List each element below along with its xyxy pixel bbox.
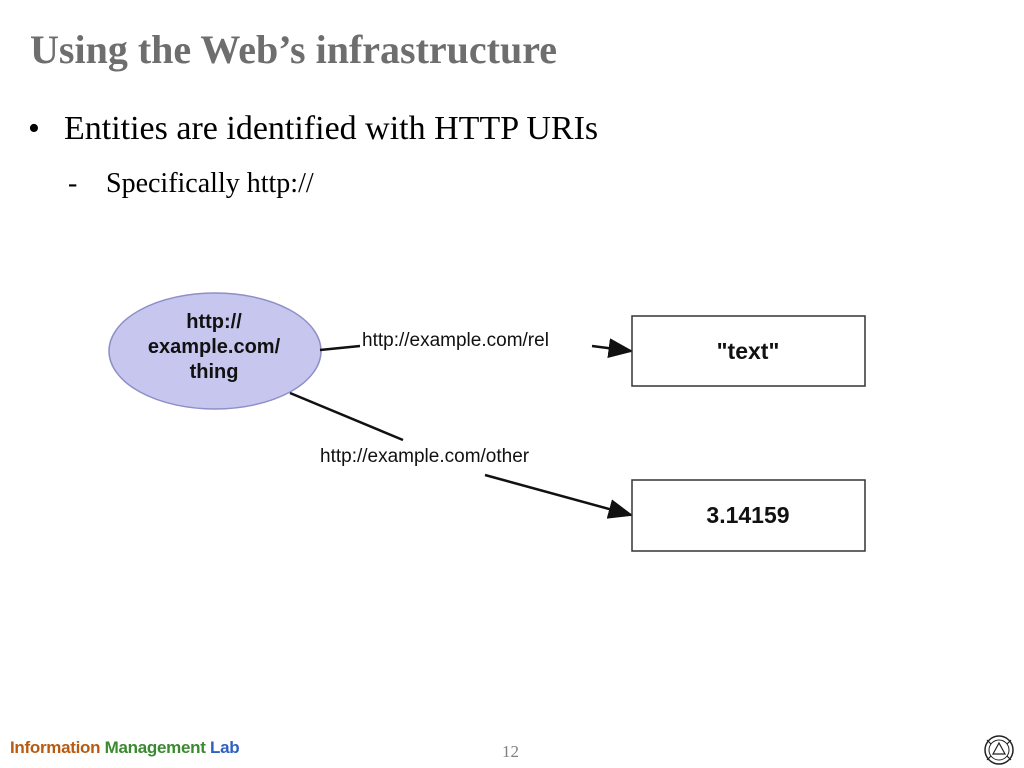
lab-word-lab: Lab [210, 738, 240, 757]
lab-logo-text: Information Management Lab [10, 738, 240, 758]
lab-word-information: Information [10, 738, 101, 757]
edge-rel-label: http://example.com/rel [362, 330, 549, 351]
edge-rel-arrow [591, 338, 634, 359]
sub-bullet-text: Specifically http:// [106, 168, 314, 199]
object-text-node [631, 315, 866, 387]
bullet-marker: • [28, 110, 40, 147]
subject-label-line-1: http:// [186, 311, 242, 333]
lab-word-management: Management [104, 738, 206, 757]
edge-rel-start [319, 344, 361, 352]
edge-other-start [289, 391, 404, 442]
object-number-label: 3.14159 [706, 502, 789, 528]
sub-bullet-marker: - [68, 168, 78, 199]
edge-other-label: http://example.com/other [320, 446, 530, 467]
slide-title: Using the Web’s infrastructure [30, 27, 558, 72]
object-text-label: "text" [717, 338, 780, 364]
sub-bullet-item: -Specifically http:// [68, 168, 314, 200]
subject-label-line-3: thing [190, 361, 239, 383]
object-number-node [631, 479, 866, 552]
bullet-item: • Entities are identified with HTTP URIs [28, 110, 598, 148]
page-number: 12 [502, 742, 519, 761]
bullet-text: Entities are identified with HTTP URIs [64, 110, 599, 147]
edge-other-arrow [484, 473, 634, 519]
university-seal-icon [984, 735, 1014, 765]
subject-label-line-2: example.com/ [148, 336, 281, 358]
